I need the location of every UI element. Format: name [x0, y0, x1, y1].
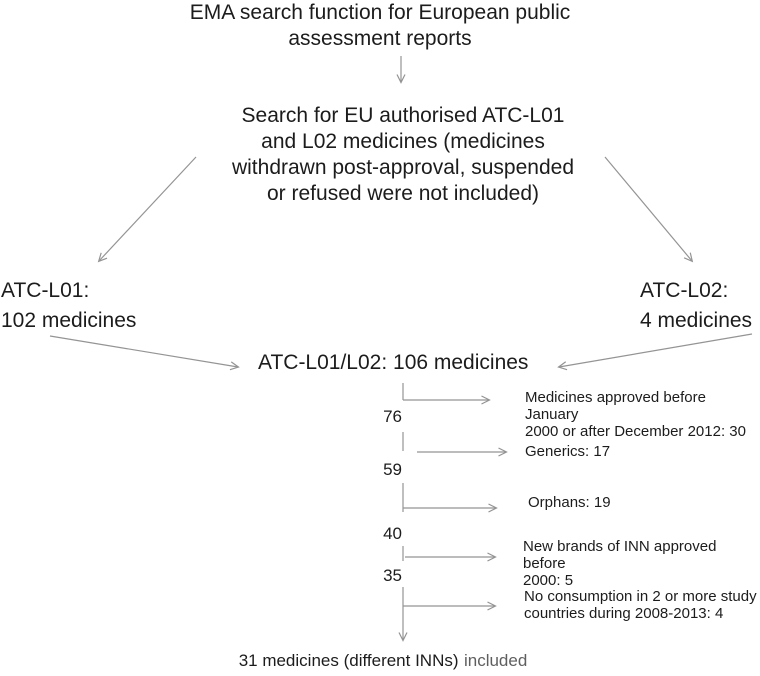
exclusion-reason: Medicines approved before January 2000 o…	[525, 389, 760, 440]
search-step: Search for EU authorised ATC-L01 and L02…	[203, 103, 603, 207]
exclusion-line: Medicines approved before January	[525, 389, 706, 423]
arrow-search-to-right-branch	[604, 156, 694, 263]
exclusion-line: 2000: 5	[523, 572, 574, 589]
final-result-suffix: included	[463, 651, 528, 670]
remaining-count: 40	[383, 524, 402, 543]
exclusion-line: Generics: 17	[525, 443, 611, 460]
title-line: assessment reports	[288, 27, 472, 50]
remaining-count: 59	[383, 460, 402, 479]
search-step-line: withdrawn post-approval, suspended	[231, 156, 575, 179]
exclusion-reason: No consumption in 2 or more study countr…	[524, 588, 760, 622]
search-step-line: and L02 medicines (medicines	[261, 130, 545, 153]
exclusion-reason: Generics: 17	[525, 443, 760, 460]
search-step-line: Search for EU authorised ATC-L01	[241, 104, 565, 127]
final-result-main: 31 medicines (different INNs)	[238, 651, 459, 670]
exclusion-line: New brands of INN approved before	[523, 538, 717, 572]
exclusion-line: No consumption in 2 or more study	[524, 588, 757, 605]
exclusion-reason: New brands of INN approved before 2000: …	[523, 538, 759, 589]
branch-label: ATC-L01:	[1, 279, 90, 302]
branch-label: ATC-L02:	[640, 279, 729, 302]
arrow-search-to-left-branch	[97, 156, 197, 263]
title-line: EMA search function for European public	[189, 1, 571, 24]
diagram-title: EMA search function for European public …	[0, 0, 760, 52]
arrow-left-branch-to-merged	[49, 335, 240, 371]
search-step-line: or refused were not included)	[267, 182, 539, 205]
remaining-count: 35	[383, 566, 402, 585]
exclusion-reason: Orphans: 19	[528, 494, 760, 511]
exclusion-line: Orphans: 19	[528, 494, 611, 511]
branch-count: 102 medicines	[1, 309, 137, 332]
arrow-right-branch-to-merged	[557, 333, 753, 371]
branch-count: 4 medicines	[640, 309, 753, 332]
branch-atc-l02: ATC-L02: 4 medicines	[640, 276, 760, 336]
merged-node-label: ATC-L01/L02: 106 medicines	[258, 351, 529, 374]
final-result: 31 medicines (different INNs)included	[133, 651, 633, 671]
branch-atc-l01: ATC-L01: 102 medicines	[1, 276, 221, 336]
exclusion-line: 2000 or after December 2012: 30	[525, 423, 746, 440]
exclusion-line: countries during 2008-2013: 4	[524, 605, 724, 622]
remaining-count: 76	[383, 407, 402, 426]
